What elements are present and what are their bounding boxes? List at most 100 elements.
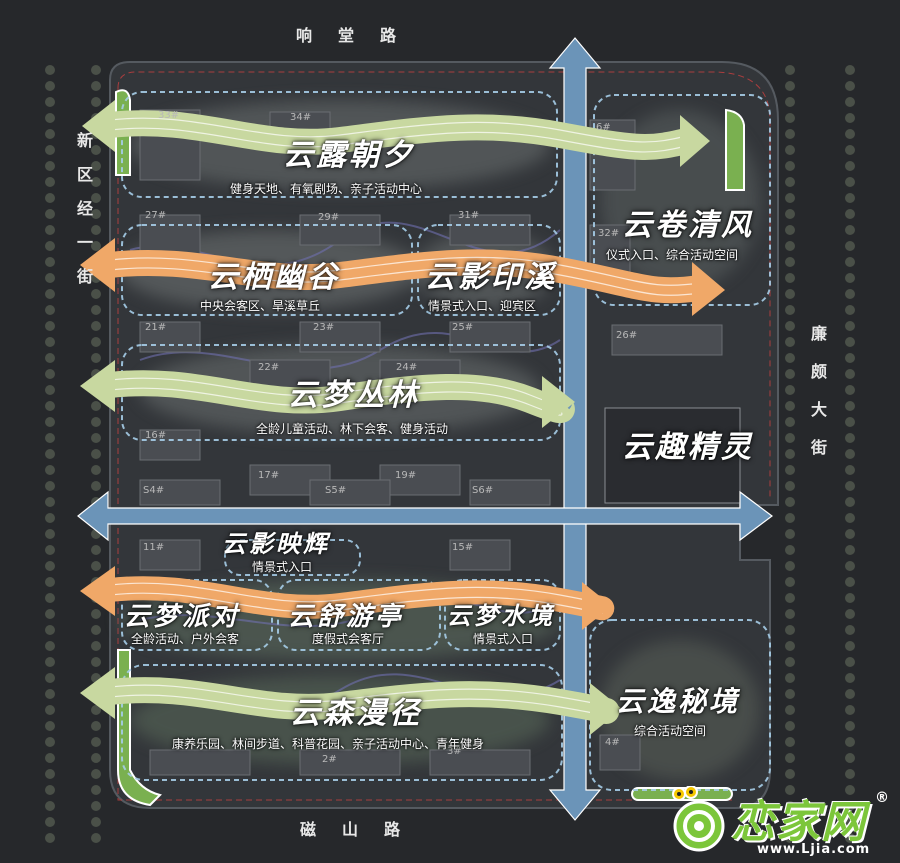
building-label: 33# [158, 110, 180, 121]
tree-mark [785, 833, 795, 843]
tree-mark [45, 785, 55, 795]
tree-mark [45, 481, 55, 491]
brand-name: 恋家网 [731, 797, 866, 848]
brand-logo: 恋家网 ® www.Ljia.com [665, 782, 897, 862]
tree-mark [785, 817, 795, 827]
tree-mark [45, 769, 55, 779]
building-label: 4# [605, 737, 620, 748]
tree-mark [845, 289, 855, 299]
road-west-label: 新区经一街 [74, 132, 93, 302]
building-label: 29# [318, 212, 340, 223]
tree-mark [91, 657, 101, 667]
tree-mark [785, 753, 795, 763]
building-label: 32# [598, 228, 620, 239]
tree-mark [45, 113, 55, 123]
tree-mark [785, 193, 795, 203]
zone-title-yunqi: 云栖幽谷 [208, 260, 340, 295]
tree-mark [785, 481, 795, 491]
tree-mark [845, 385, 855, 395]
zone-title-yunshui: 云梦水境 [447, 601, 555, 630]
tree-mark [45, 801, 55, 811]
tree-mark [785, 305, 795, 315]
main-axes [77, 37, 773, 821]
tree-mark [845, 737, 855, 747]
tree-mark [91, 209, 101, 219]
tree-mark [785, 161, 795, 171]
tree-mark [785, 273, 795, 283]
tree-mark [785, 769, 795, 779]
tree-mark [845, 753, 855, 763]
tree-mark [785, 561, 795, 571]
tree-mark [45, 81, 55, 91]
tree-mark [785, 257, 795, 267]
tree-mark [785, 497, 795, 507]
zone-subtitle-yunsen: 康养乐园、林间步道、科普花园、亲子活动中心、青年健身 [172, 737, 485, 751]
tree-mark [45, 433, 55, 443]
tree-mark [845, 65, 855, 75]
tree-mark [845, 705, 855, 715]
tree-mark [91, 241, 101, 251]
building-label: 23# [313, 322, 335, 333]
tree-mark [45, 737, 55, 747]
tree-mark [785, 737, 795, 747]
tree-mark [785, 113, 795, 123]
tree-mark [91, 737, 101, 747]
tree-mark [845, 145, 855, 155]
tree-mark [91, 321, 101, 331]
tree-mark [45, 497, 55, 507]
tree-mark [785, 513, 795, 523]
tree-mark [91, 545, 101, 555]
tree-mark [845, 721, 855, 731]
tree-mark [91, 817, 101, 827]
building-label: 6# [596, 122, 611, 133]
tree-mark [45, 305, 55, 315]
tree-mark [845, 481, 855, 491]
tree-mark [45, 177, 55, 187]
tree-mark [45, 273, 55, 283]
tree-mark [45, 529, 55, 539]
tree-mark [845, 529, 855, 539]
building-label: 31# [458, 210, 480, 221]
tree-mark [45, 161, 55, 171]
tree-mark [845, 433, 855, 443]
tree-mark [845, 401, 855, 411]
tree-mark [845, 369, 855, 379]
tree-mark [845, 641, 855, 651]
tree-mark [91, 833, 101, 843]
tree-mark [45, 465, 55, 475]
tree-mark [91, 81, 101, 91]
tree-mark [845, 273, 855, 283]
tree-mark [785, 97, 795, 107]
tree-mark [845, 305, 855, 315]
tree-mark [845, 129, 855, 139]
site-boundary-line [117, 71, 771, 801]
tree-mark [45, 353, 55, 363]
tree-mark [845, 785, 855, 795]
tree-mark [45, 593, 55, 603]
tree-mark [45, 577, 55, 587]
tree-mark [45, 289, 55, 299]
zone-title-yunsen: 云森漫径 [290, 696, 422, 731]
tree-mark [91, 753, 101, 763]
building-label: 25# [452, 322, 474, 333]
tree-mark [785, 417, 795, 427]
tree-mark [785, 673, 795, 683]
zone-outline-yunsen [121, 664, 563, 781]
tree-mark [845, 193, 855, 203]
road-south-label: 磁山路 [300, 820, 427, 839]
tree-mark [845, 81, 855, 91]
tree-mark [845, 561, 855, 571]
tree-mark [91, 561, 101, 571]
tree-mark [45, 385, 55, 395]
tree-mark [45, 321, 55, 331]
tree-mark [785, 385, 795, 395]
tree-mark [845, 465, 855, 475]
tree-mark [785, 641, 795, 651]
tree-mark [785, 321, 795, 331]
zone-subtitle-yunying: 情景式入口、迎宾区 [428, 299, 537, 313]
tree-mark [91, 289, 101, 299]
tree-mark [845, 449, 855, 459]
zone-subtitle-yunmeng: 全龄儿童活动、林下会客、健身活动 [256, 422, 449, 436]
tree-mark [785, 225, 795, 235]
